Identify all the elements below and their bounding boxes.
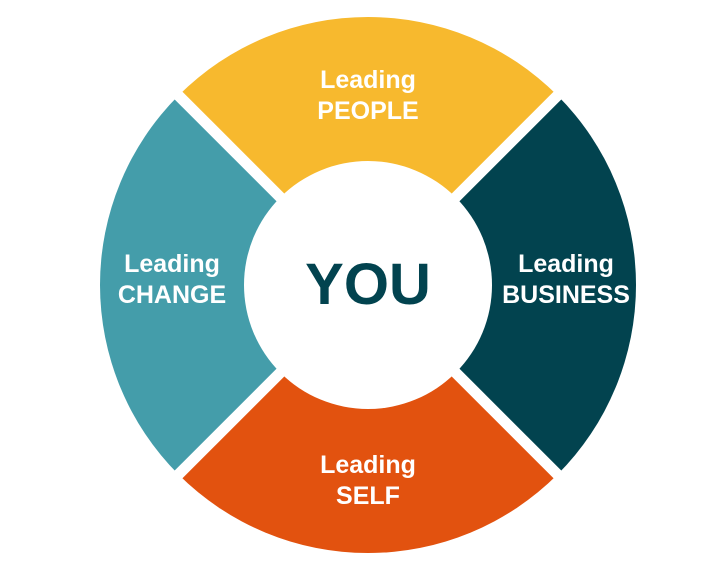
segment-change: [100, 95, 369, 475]
segment-people: [178, 16, 558, 285]
business-line2: BUSINESS: [502, 281, 630, 309]
change-line1: Leading: [124, 250, 220, 278]
segment-business: [368, 95, 636, 475]
segment-label-change: Leading CHANGE: [72, 249, 272, 311]
business-line1: Leading: [518, 250, 614, 278]
people-line1: Leading: [320, 66, 416, 94]
segment-self: [178, 285, 558, 553]
segment-label-business: Leading BUSINESS: [466, 249, 666, 311]
change-line2: CHANGE: [117, 281, 227, 309]
center-circle: [244, 161, 492, 409]
segment-label-self: Leading SELF: [268, 450, 468, 512]
center-label-you: YOU: [305, 252, 431, 317]
people-line2: PEOPLE: [317, 97, 419, 125]
segment-label-people: Leading PEOPLE: [268, 65, 468, 127]
self-line1: Leading: [320, 451, 416, 479]
self-line2: SELF: [336, 482, 400, 510]
